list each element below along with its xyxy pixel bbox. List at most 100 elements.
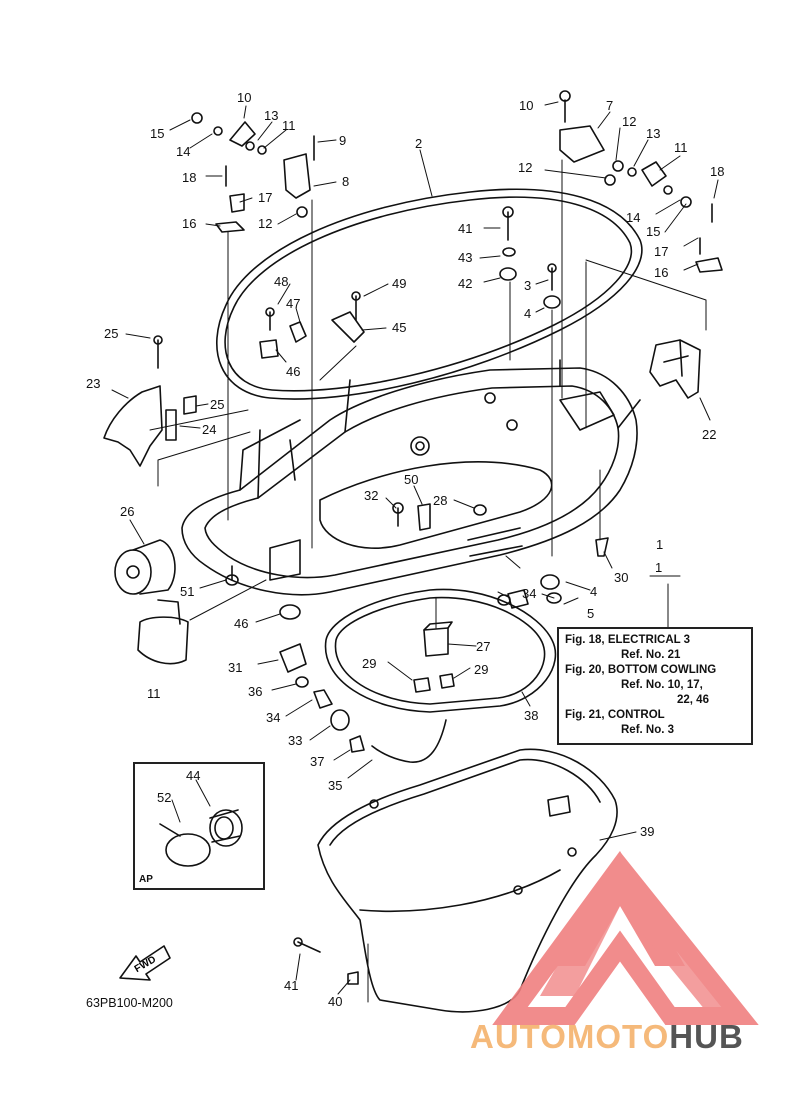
ap-sleeve-part [209, 809, 243, 847]
callout-number: 11 [282, 118, 296, 133]
callout-number: 1 [656, 537, 663, 552]
callout-number: 29 [362, 656, 376, 671]
callout-number: 42 [458, 276, 472, 291]
callout-number: 30 [614, 570, 628, 585]
apron-part [317, 748, 618, 1013]
callout-number: 43 [458, 250, 472, 265]
callout-number: 9 [339, 133, 346, 148]
callout-number: 25 [104, 326, 118, 341]
callout-number: 38 [524, 708, 538, 723]
callout-number: 33 [288, 733, 302, 748]
fwd-arrow [119, 945, 171, 981]
callout-number: 10 [519, 98, 533, 113]
callout-number: 5 [587, 606, 594, 621]
callout-number: 25 [210, 397, 224, 412]
callout-number: 45 [392, 320, 406, 335]
ref-line: 22, 46 [677, 694, 709, 706]
callout-number: 24 [202, 422, 216, 437]
fwd-label: FWD [133, 954, 158, 975]
callout-number: 14 [626, 210, 640, 225]
callout-number: 32 [364, 488, 378, 503]
watermark-logo-icon [492, 851, 759, 1025]
callout-number: 51 [180, 584, 194, 599]
callout-number: 16 [654, 265, 668, 280]
fasteners [153, 90, 723, 985]
callout-number: 27 [476, 639, 490, 654]
callout-number: 13 [264, 108, 278, 123]
watermark-text: AUTOMOTOHUB [470, 1018, 744, 1056]
group-label: 1 [655, 560, 663, 575]
callout-number: 49 [392, 276, 406, 291]
callout-number: 17 [258, 190, 272, 205]
callout-number: 28 [433, 493, 447, 508]
callout-number: 50 [404, 472, 418, 487]
drawing-code: 63PB100-M200 [86, 996, 173, 1010]
callout-number: 23 [86, 376, 100, 391]
callout-number: 37 [310, 754, 324, 769]
callout-labels: 10 13 11 15 14 9 18 17 8 16 12 2 10 7 12… [86, 90, 724, 1009]
callout-number: 4 [590, 584, 597, 599]
ref-line: Fig. 21, CONTROL [565, 709, 665, 721]
callout-number: 12 [622, 114, 636, 129]
callout-number: 3 [524, 278, 531, 293]
callout-number: 29 [474, 662, 488, 677]
callout-number: 15 [150, 126, 164, 141]
callout-number: 48 [274, 274, 288, 289]
callout-number: 16 [182, 216, 196, 231]
callout-number: 2 [415, 136, 422, 151]
callout-number: 8 [342, 174, 349, 189]
ref-line: Ref. No. 21 [621, 649, 681, 661]
callout-number: 35 [328, 778, 342, 793]
callout-number: 15 [646, 224, 660, 239]
leader-lines [111, 101, 719, 995]
ref-line: Ref. No. 3 [621, 724, 675, 736]
ap-clamp-part [159, 823, 211, 867]
callout-number: 46 [286, 364, 300, 379]
callout-number: 36 [248, 684, 262, 699]
callout-number: 44 [186, 768, 200, 783]
lower-seal-part [324, 588, 557, 713]
callout-number: 12 [518, 160, 532, 175]
cap-part [137, 599, 189, 665]
callout-number: 39 [640, 824, 654, 839]
ap-label: AP [139, 874, 153, 885]
callout-number: 14 [176, 144, 190, 159]
ref-line: Fig. 20, BOTTOM COWLING [565, 664, 717, 676]
ap-inset-box: AP [133, 762, 265, 890]
assembly-guide-lines [149, 159, 707, 1003]
callout-number: 40 [328, 994, 342, 1009]
bottom-cowling-part [181, 359, 641, 596]
ref-line: Ref. No. 10, 17, [621, 679, 703, 691]
watermark-text-part2: HUB [669, 1018, 744, 1055]
callout-number: 34 [522, 586, 536, 601]
side-cover-part [103, 385, 163, 467]
callout-number: 17 [654, 244, 668, 259]
callout-number: 46 [234, 616, 248, 631]
callout-number: 12 [258, 216, 272, 231]
callout-number: 22 [702, 427, 716, 442]
grommet-part [114, 539, 176, 595]
callout-number: 47 [286, 296, 300, 311]
callout-number: 31 [228, 660, 242, 675]
callout-number: 13 [646, 126, 660, 141]
ref-line: Fig. 18, ELECTRICAL 3 [565, 634, 691, 646]
side-bracket-part [649, 339, 701, 399]
reference-note-box: Fig. 18, ELECTRICAL 3 Ref. No. 21 Fig. 2… [557, 627, 753, 745]
callout-number: 26 [120, 504, 134, 519]
callout-number: 18 [710, 164, 724, 179]
callout-number: 4 [524, 306, 531, 321]
callout-number: 10 [237, 90, 251, 105]
callout-number: 52 [157, 790, 171, 805]
callout-number: 7 [606, 98, 613, 113]
callout-number: 11 [674, 140, 688, 155]
callout-number: 34 [266, 710, 280, 725]
hose-part [371, 719, 447, 763]
callout-number: 41 [284, 978, 298, 993]
callout-number: 11 [147, 686, 161, 701]
callout-number: 41 [458, 221, 472, 236]
watermark-text-part1: AUTOMOTO [470, 1018, 670, 1055]
connector-part [423, 621, 453, 657]
